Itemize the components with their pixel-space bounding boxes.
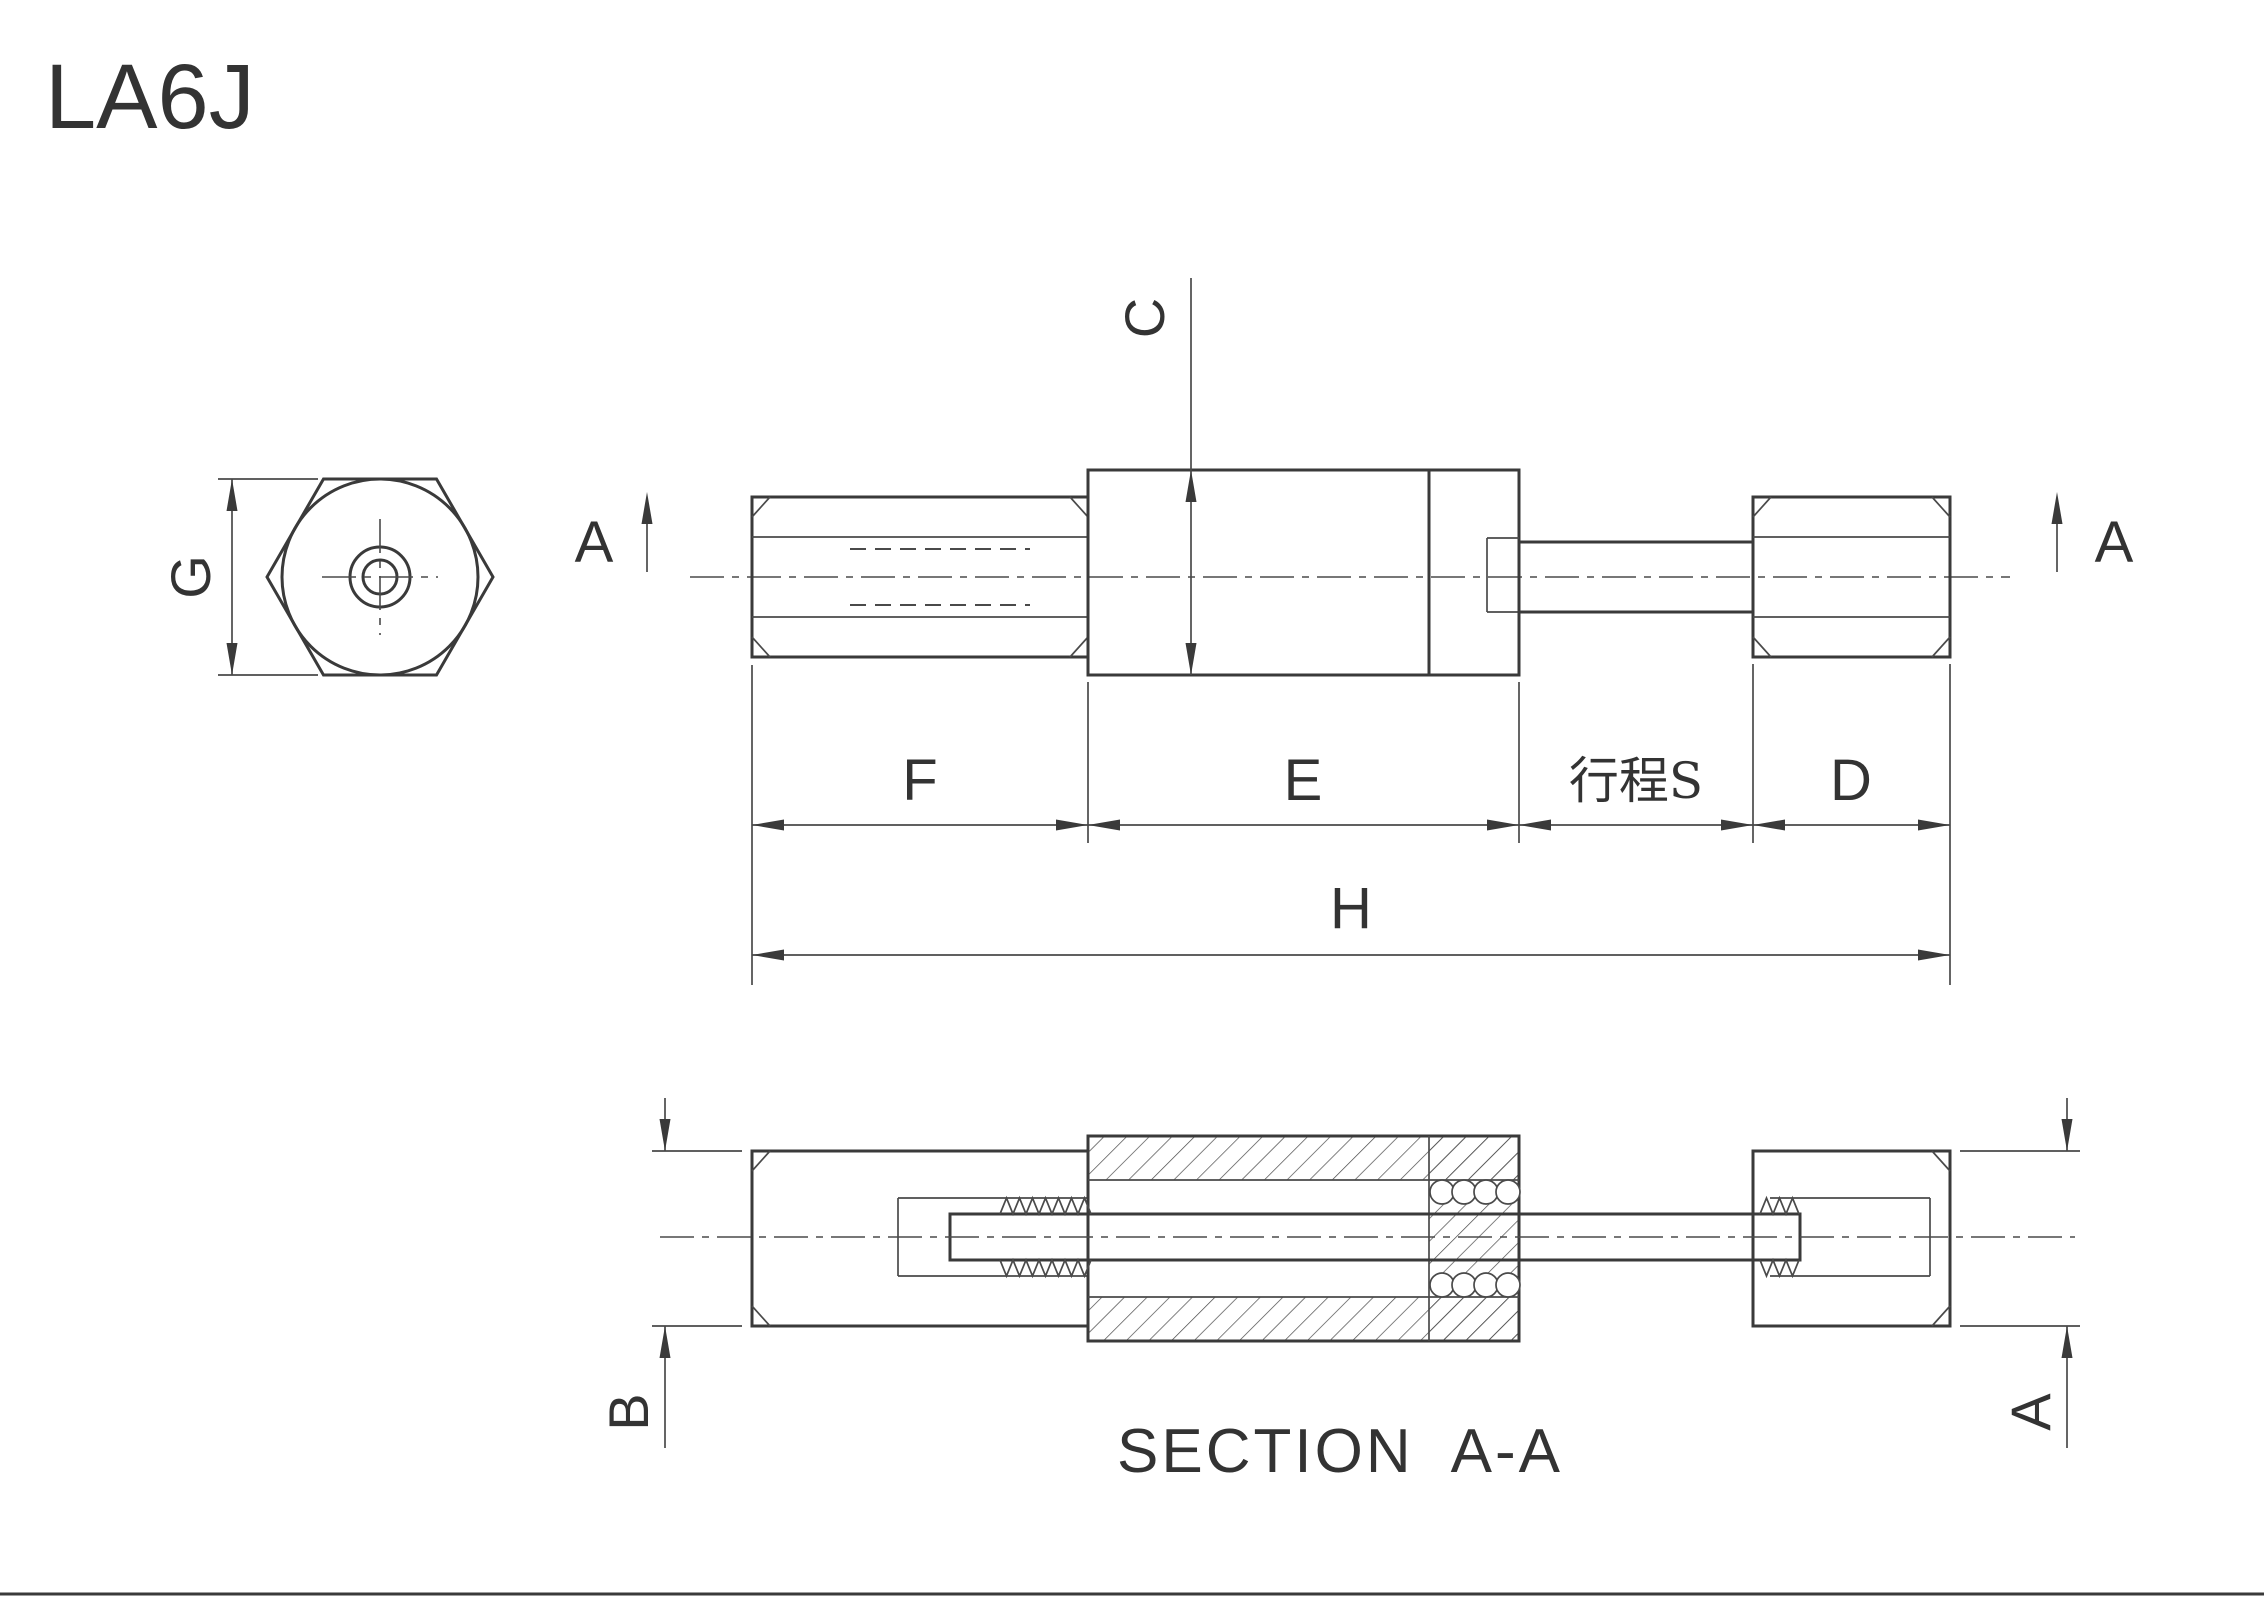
chamfer-line [751, 636, 771, 658]
hexagon-outline [265, 477, 495, 677]
spring-coil [1495, 1179, 1521, 1205]
dim-b-label: B [597, 1393, 660, 1430]
chamfer-line [1069, 496, 1089, 518]
chamfer-line [751, 496, 771, 518]
side-view: C A A [575, 278, 2134, 677]
arrowhead-left [1753, 819, 1785, 831]
arrowhead-up [1185, 470, 1197, 502]
chamfer-line [751, 1150, 771, 1172]
chamfer-line [751, 1305, 771, 1327]
dim-g-label: G [159, 555, 222, 599]
section-arrow-left [641, 492, 653, 524]
section-caption: SECTION A-A [1117, 1417, 1563, 1486]
arrowhead-left [752, 819, 784, 831]
spring-coil [1429, 1179, 1455, 1205]
thread-zigzag-bottom [1759, 1257, 1800, 1279]
arrowhead-down [2061, 1119, 2073, 1151]
arrowhead-down [1185, 643, 1197, 675]
chamfer-line [1931, 636, 1951, 658]
section-label-left: A [575, 510, 614, 575]
tube-outline [1086, 1134, 1521, 1343]
arrowhead-down [659, 1119, 671, 1151]
length-dimensions: F E 行程S D H [751, 664, 1951, 985]
arrowhead-up [2061, 1326, 2073, 1358]
section-view: B A SECTION A-A [597, 1098, 2080, 1486]
dim-e-label: E [1284, 748, 1323, 813]
spring-coil [1451, 1272, 1477, 1298]
end-cap-section [1429, 1136, 1519, 1341]
arrowhead-right [1056, 819, 1088, 831]
arrowhead-up [226, 479, 238, 511]
arrowhead-left [1519, 819, 1551, 831]
arrowhead-left [1088, 819, 1120, 831]
spring-coil [1473, 1272, 1499, 1298]
chamfer-line [1931, 496, 1951, 518]
arrowhead-right [1721, 819, 1753, 831]
dim-a-label: A [1999, 1393, 2062, 1431]
dim-stroke-label: 行程S [1569, 752, 1703, 810]
end-view: G [159, 477, 495, 677]
spring-coil [1473, 1179, 1499, 1205]
arrowhead-right [1487, 819, 1519, 831]
dim-h-label: H [1330, 876, 1372, 941]
chamfer-line [1931, 1150, 1951, 1172]
chamfer-circle [280, 477, 480, 677]
chamfer-line [1752, 496, 1772, 518]
thread-zigzag-top [999, 1195, 1092, 1217]
arrowhead-up [659, 1326, 671, 1358]
dim-d-label: D [1830, 748, 1872, 813]
thread-zigzag-bottom [999, 1257, 1092, 1279]
chamfer-line [1931, 1305, 1951, 1327]
chamfer-line [1069, 636, 1089, 658]
arrowhead-down [226, 643, 238, 675]
spring-coil [1495, 1272, 1521, 1298]
dim-c-label: C [1113, 298, 1176, 338]
section-arrow-right [2051, 492, 2063, 524]
rod-hex-end [1751, 495, 1952, 659]
spring-coil [1451, 1179, 1477, 1205]
part-number-title: LA6J [45, 46, 255, 148]
chamfer-line [1752, 636, 1772, 658]
arrowhead-left [752, 949, 784, 961]
dim-f-label: F [902, 748, 937, 813]
section-label-right: A [2095, 510, 2134, 575]
rod-hex-end-section [1751, 1149, 1952, 1328]
cylinder-body [1086, 468, 1521, 677]
thread-zigzag-top [1759, 1195, 1800, 1217]
arrowhead-right [1918, 949, 1950, 961]
arrowhead-right [1918, 819, 1950, 831]
spring-coil [1429, 1272, 1455, 1298]
